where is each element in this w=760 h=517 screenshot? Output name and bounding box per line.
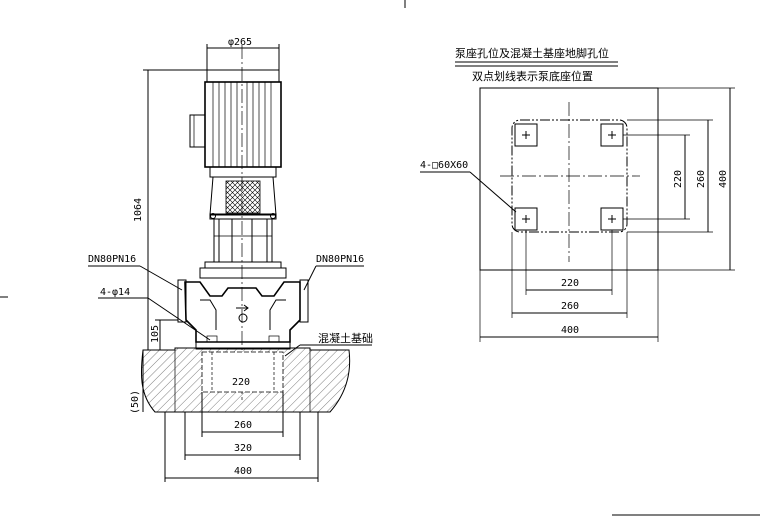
pump-casing xyxy=(184,281,301,343)
grout-depth-label: (50) xyxy=(130,390,141,414)
plan-dim-h-220-label: 220 xyxy=(561,278,579,289)
plan-dim-v-400-label: 400 xyxy=(718,170,729,188)
holes-label: 4-□60X60 xyxy=(420,160,468,171)
plan-view: 泵座孔位及混凝土基座地脚孔位 双点划线表示泵底座位置 4-□60X60 220 xyxy=(420,46,735,342)
pump-head-top xyxy=(204,261,282,269)
pump-head-plate xyxy=(199,267,287,279)
motor-flange xyxy=(209,166,277,178)
outlet-flange xyxy=(299,279,309,323)
concrete-base-label: 混凝土基础 xyxy=(318,331,373,345)
inlet-flange xyxy=(177,279,187,323)
motor-diameter-label: φ265 xyxy=(228,37,252,48)
plan-dim-h-400-label: 400 xyxy=(561,325,579,336)
plan-subtitle: 双点划线表示泵底座位置 xyxy=(472,69,593,83)
anchor-hole-tl xyxy=(514,123,538,147)
elev-dim-320-label: 320 xyxy=(234,443,252,454)
motor-terminal-box xyxy=(189,114,206,148)
coupling-mesh xyxy=(225,180,261,214)
elev-dim-400-label: 400 xyxy=(234,466,252,477)
bracket-top-flange xyxy=(209,213,277,220)
elev-dim-260-label: 260 xyxy=(234,420,252,431)
pump-tie-rods xyxy=(213,219,273,262)
casing-inner-right xyxy=(269,299,286,330)
plan-dim-v-220-label: 220 xyxy=(673,170,684,188)
elev-dim-220-label: 220 xyxy=(232,377,250,388)
plan-dim-h-260-label: 260 xyxy=(561,301,579,312)
pump-base-outline xyxy=(511,119,628,233)
plan-title: 泵座孔位及混凝土基座地脚孔位 xyxy=(455,46,609,60)
flow-arrow-icon xyxy=(236,304,249,312)
motor-body xyxy=(204,81,282,168)
casing-inner-left xyxy=(200,299,217,330)
inlet-flange-label: DN80PN16 xyxy=(88,254,136,265)
anchor-pocket xyxy=(201,351,284,393)
bolt-holes-label: 4-φ14 xyxy=(100,287,130,298)
motor-cooling-fins xyxy=(212,82,272,167)
motor-fan-cover xyxy=(206,69,280,83)
base-height-label: 105 xyxy=(150,325,161,343)
drain-plug xyxy=(238,313,248,323)
outlet-flange-label: DN80PN16 xyxy=(316,254,364,265)
overall-height-label: 1064 xyxy=(133,198,144,222)
elevation-view: φ265 xyxy=(88,37,373,482)
plan-concrete-base-outline xyxy=(479,87,659,271)
plan-dim-v-260-label: 260 xyxy=(696,170,707,188)
